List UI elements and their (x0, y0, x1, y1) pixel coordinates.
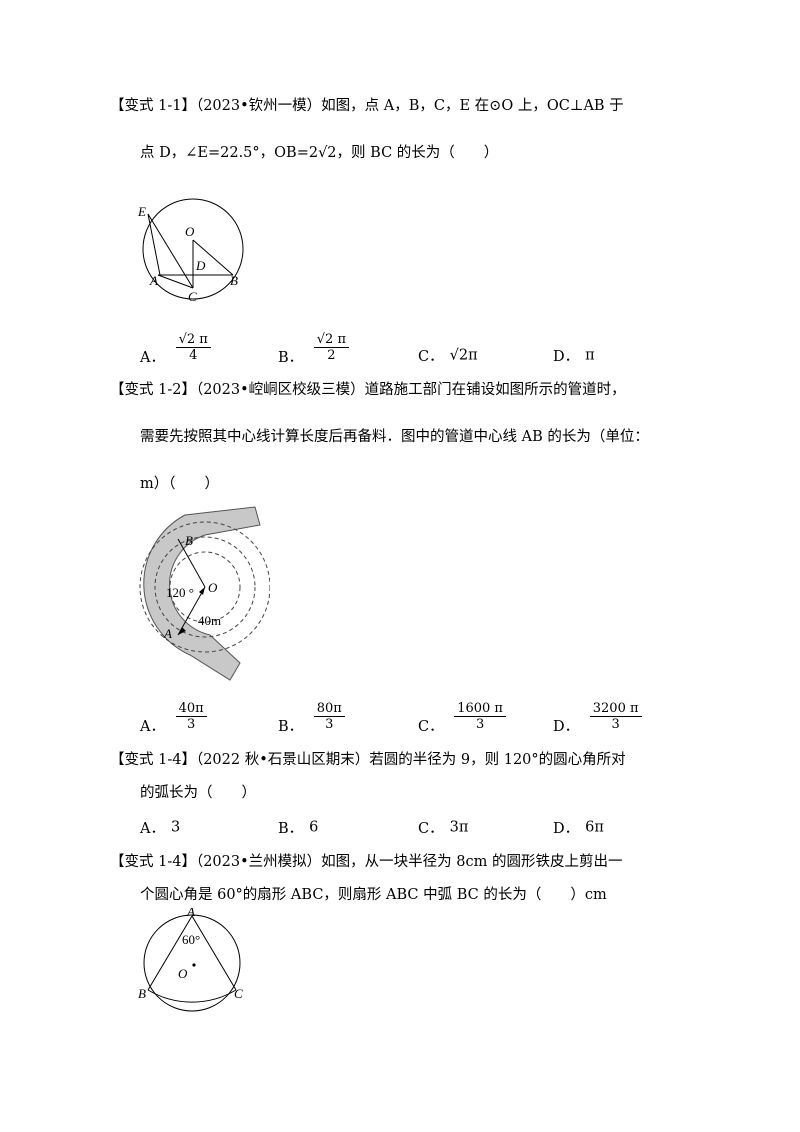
q1-label-B: B (230, 273, 238, 288)
q1-line2: 点 D，∠E=22.5°，OB=2√2，则 BC 的长为（ ） (140, 145, 499, 161)
q2-figure: B O A 120 ° 40m (130, 495, 270, 690)
q3-option-c[interactable]: C．3π (418, 819, 469, 838)
q2-option-d-fraction: 3200 π 3 (589, 701, 642, 732)
q4-line2: 个圆心角是 60°的扇形 ABC，则扇形 ABC 中弧 BC 的长为（ ）cm (140, 887, 607, 903)
q4-label-angle: 60° (182, 932, 200, 947)
q1-option-b[interactable]: B． √2 π 2 (278, 328, 349, 367)
q2-label-radius: 40m (198, 613, 221, 628)
q2-option-a-fraction: 40π 3 (175, 701, 207, 732)
q3-line2: 的弧长为（ ） (140, 785, 256, 801)
q2-label-angle: 120 ° (166, 585, 194, 600)
q3-line1: 【变式 1-4】（2022 秋•石景山区期末）若圆的半径为 9，则 120°的圆… (110, 752, 626, 768)
q1-option-a-fraction: √2 π 4 (175, 332, 211, 363)
q1-circle (142, 198, 244, 300)
q4-line1: 【变式 1-4】（2023•兰州模拟）如图，从一块半径为 8cm 的圆形铁皮上剪… (110, 854, 623, 870)
q2-line1: 【变式 1-2】（2023•崆峒区校级三模）道路施工部门在铺设如图所示的管道时， (110, 382, 626, 398)
q2-line2: 需要先按照其中心线计算长度后再备料．图中的管道中心线 AB 的长为（单位： (140, 429, 649, 445)
q1-line1: 【变式 1-1】（2023•钦州一模）如图，点 A，B，C，E 在⊙O 上，OC… (110, 98, 624, 114)
q1-label-C: C (188, 289, 197, 304)
q2-option-c[interactable]: C． 1600 π 3 (418, 697, 506, 736)
q2-option-a[interactable]: A． 40π 3 (140, 697, 207, 736)
q1-option-b-fraction: √2 π 2 (313, 332, 349, 363)
q4-label-B: B (138, 986, 146, 1001)
q3-option-b[interactable]: B．6 (278, 819, 319, 838)
q1-label-A: A (149, 273, 158, 288)
q2-label-B: B (185, 533, 193, 548)
q3-option-d[interactable]: D．6π (553, 819, 604, 838)
q1-option-d[interactable]: D．π (553, 347, 595, 366)
q2-option-c-fraction: 1600 π 3 (454, 701, 506, 732)
q2-label-O: O (208, 580, 218, 595)
q4-label-A: A (186, 908, 195, 919)
q4-label-C: C (234, 986, 243, 1001)
q1-label-D: D (195, 258, 206, 273)
q1-label-E: E (137, 204, 146, 219)
q1-label-O: O (185, 224, 195, 239)
q2-option-b[interactable]: B． 80π 3 (278, 697, 345, 736)
q2-option-b-fraction: 80π 3 (313, 701, 345, 732)
q2-line3: m）（ ） (140, 476, 219, 492)
q4-figure: A 60° O B C (130, 908, 260, 1013)
q4-label-O: O (178, 966, 188, 981)
q2-label-A: A (163, 626, 172, 641)
q1-figure: E O D A B C (130, 196, 255, 306)
q1-option-a[interactable]: A． √2 π 4 (140, 328, 211, 367)
q2-pipe (143, 506, 261, 681)
q4-circle (143, 914, 241, 1012)
q1-option-c[interactable]: C．√2π (418, 347, 478, 366)
q2-option-d[interactable]: D． 3200 π 3 (553, 697, 642, 736)
q3-option-a[interactable]: A．3 (140, 819, 181, 838)
